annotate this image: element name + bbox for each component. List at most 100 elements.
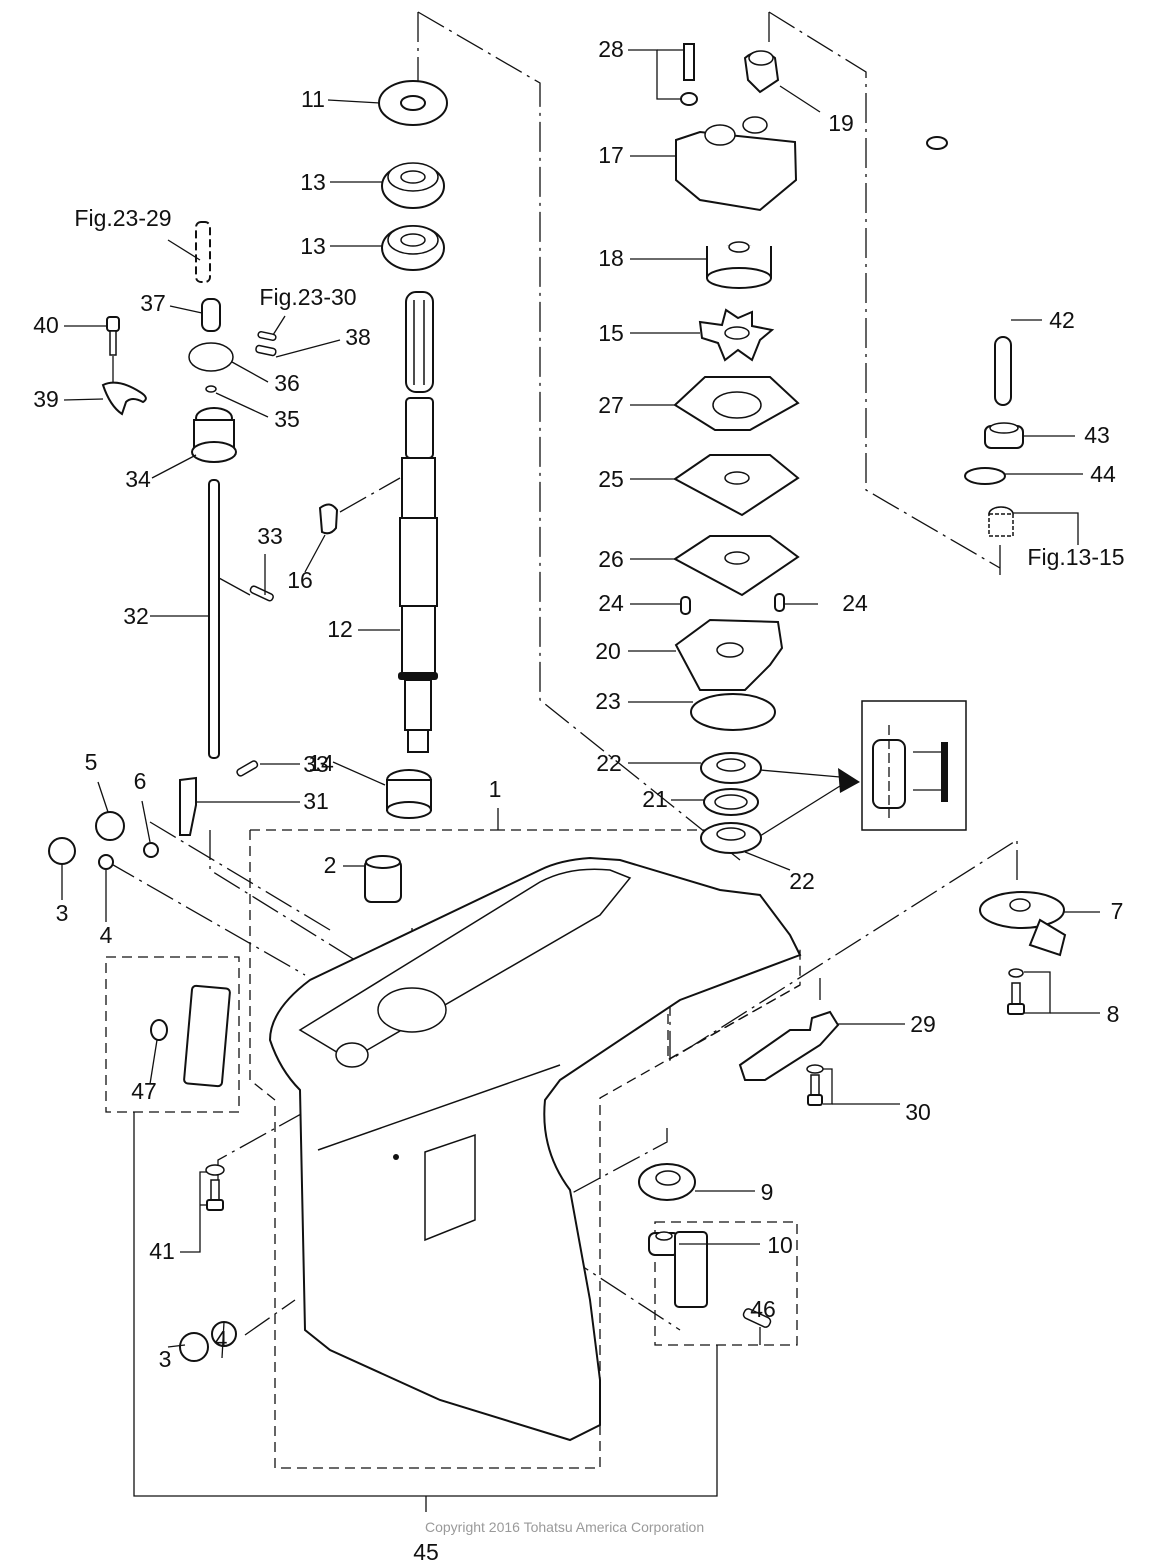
part-1-gear-case-housing [268, 856, 802, 1442]
parts [48, 43, 1067, 1442]
callout-45: 45 [413, 1539, 439, 1565]
part-9-pinion-gear [638, 1163, 696, 1201]
part-24-pin-right [774, 593, 785, 612]
part-2-needle-bearing [364, 855, 402, 903]
callout-22: 22 [789, 868, 815, 894]
callout-23: 23 [595, 688, 621, 714]
callout-34: 34 [125, 466, 151, 492]
part-29-anode [738, 1010, 840, 1081]
figure-ref-fig-13-15: Fig.13-15 [1027, 544, 1124, 570]
callout-31: 31 [303, 788, 329, 814]
callout-33: 33 [303, 751, 329, 777]
part-46-screw [742, 1308, 772, 1328]
part-34-grommet [191, 407, 237, 463]
callout-25: 25 [598, 466, 624, 492]
part-33-pin-upper [249, 585, 274, 602]
part-8-bolt-washer [1007, 968, 1025, 1015]
copyright-text: Copyright 2016 Tohatsu America Corporati… [425, 1519, 704, 1535]
part-3-plug-upper [48, 837, 76, 865]
part-14-bushing [386, 769, 432, 819]
callout-19: 19 [828, 110, 854, 136]
part-10-nut [648, 1231, 680, 1256]
callout-33: 33 [257, 523, 283, 549]
callout-3: 3 [56, 900, 69, 926]
part-30-bolt-washer [806, 1064, 824, 1106]
part-fig13-15-joint [988, 506, 1014, 537]
callout-2: 2 [324, 852, 337, 878]
part-44-ring [964, 467, 1006, 485]
callout-14: 14 [308, 750, 334, 776]
callout-37: 37 [140, 290, 166, 316]
callout-4: 4 [100, 922, 113, 948]
part-3-plug-lower [179, 1332, 209, 1362]
callout-11: 11 [301, 86, 325, 112]
part-43-grommet [984, 422, 1024, 449]
part-40-bolt [106, 316, 120, 356]
part-13-bearing-lower [381, 225, 445, 271]
part-16-key [318, 503, 339, 535]
callout-6: 6 [134, 768, 147, 794]
part-22-oil-seal-lower [700, 822, 762, 854]
part-23-o-ring [690, 693, 776, 731]
callout-35: 35 [274, 406, 300, 432]
part-32-shift-rod [208, 479, 220, 759]
part-36-o-ring [188, 342, 234, 372]
part-38-pin [255, 344, 277, 357]
callout-24: 24 [842, 590, 868, 616]
callout-13: 13 [300, 233, 326, 259]
part-18-insert [706, 241, 772, 289]
callout-17: 17 [598, 142, 624, 168]
seal-orientation-detail [759, 700, 967, 837]
callout-38: 38 [345, 324, 371, 350]
part-46-anode [674, 1231, 708, 1308]
part-26-gasket [673, 535, 800, 597]
part-6-washer [143, 842, 159, 858]
leader-lines [61, 49, 1100, 1359]
part-47-anode [183, 984, 231, 1088]
callout-3: 3 [159, 1346, 172, 1372]
callout-15: 15 [598, 320, 624, 346]
callout-28: 28 [598, 36, 624, 62]
callout-36: 36 [274, 370, 300, 396]
callout-4: 4 [215, 1326, 228, 1352]
callout-26: 26 [598, 546, 624, 572]
callout-24: 24 [598, 590, 624, 616]
callout-47: 47 [131, 1078, 157, 1104]
part-28-bolt [683, 43, 695, 81]
callout-43: 43 [1084, 422, 1110, 448]
part-4-washer-upper [98, 854, 114, 870]
part-41-bolt-washer [205, 1164, 225, 1211]
part-25-plate [673, 454, 800, 517]
part-31-shift-cam [179, 776, 197, 836]
callout-10: 10 [767, 1232, 793, 1258]
callout-1: 1 [489, 776, 502, 802]
callout-40: 40 [33, 312, 59, 338]
callout-41: 41 [149, 1238, 175, 1264]
callout-39: 39 [33, 386, 59, 412]
part-37-connector [201, 298, 221, 332]
part-35-o-ring [205, 385, 217, 393]
part-47-nut [150, 1019, 168, 1041]
callout-27: 27 [598, 392, 624, 418]
part-fig23-29-rod [195, 221, 211, 283]
callout-5: 5 [85, 749, 98, 775]
part-13-bearing-upper [381, 162, 445, 209]
figure-ref-fig-23-29: Fig.23-29 [74, 205, 171, 231]
callout-12: 12 [327, 616, 353, 642]
part-17-pump-case [675, 130, 798, 212]
callout-30: 30 [905, 1099, 931, 1125]
callout-44: 44 [1090, 461, 1116, 487]
part-33-pin-lower [236, 760, 259, 777]
callout-21: 21 [642, 786, 668, 812]
callout-42: 42 [1049, 307, 1075, 333]
callout-13: 13 [300, 169, 326, 195]
callout-7: 7 [1111, 898, 1124, 924]
part-22-oil-seal-upper [700, 752, 762, 784]
part-39-lever [101, 381, 147, 416]
callout-18: 18 [598, 245, 624, 271]
callout-22: 22 [596, 750, 622, 776]
callout-labels: 1233445678910111213131415161718192021222… [33, 36, 1123, 1565]
part-7-trim-tab [979, 891, 1067, 957]
callout-32: 32 [123, 603, 149, 629]
